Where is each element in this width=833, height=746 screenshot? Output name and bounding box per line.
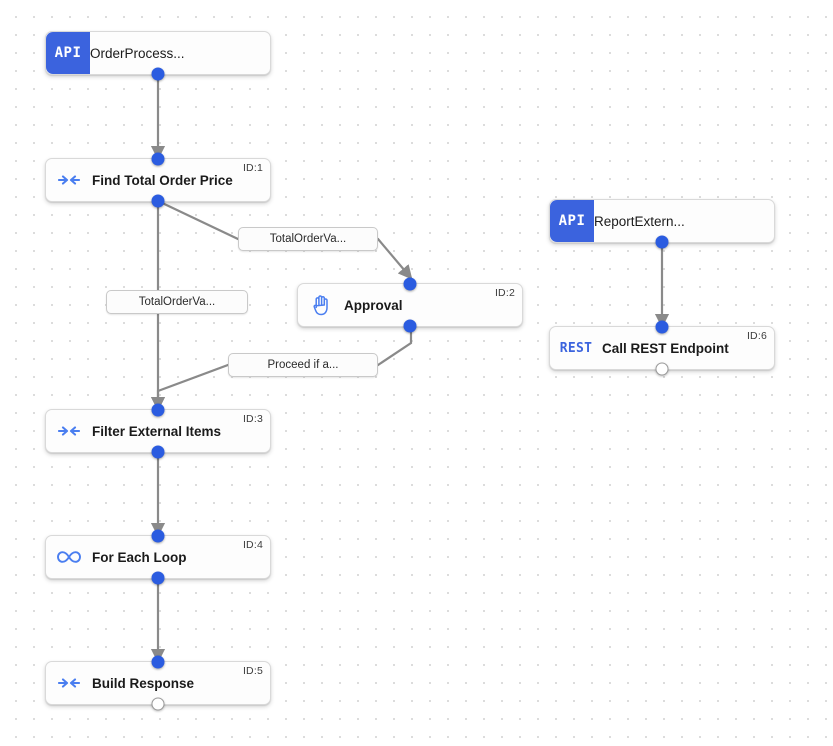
node-id-label: ID:3 — [242, 413, 263, 425]
node-title: Call REST Endpoint — [602, 340, 729, 356]
hand-icon — [298, 284, 344, 326]
node-order-process[interactable]: API OrderProcess... — [45, 31, 271, 81]
edge-label-proceed-if-approved[interactable]: Proceed if a... — [228, 353, 378, 377]
edge-label-total-order-value-left[interactable]: TotalOrderVa... — [106, 290, 248, 314]
node-title: OrderProcess... — [90, 45, 185, 61]
node-title: ReportExtern... — [594, 213, 685, 229]
node-id-label: ID:6 — [746, 330, 767, 342]
port-input[interactable] — [151, 529, 165, 543]
port-output-open[interactable] — [655, 362, 669, 376]
api-badge-icon: API — [46, 32, 90, 74]
port-output[interactable] — [151, 571, 165, 585]
node-id-label: ID:5 — [242, 665, 263, 677]
edge-label-text: TotalOrderVa... — [269, 233, 347, 245]
node-build-response[interactable]: Build Response ID:5 — [45, 655, 271, 711]
node-filter-external-items[interactable]: Filter External Items ID:3 — [45, 403, 271, 459]
node-call-rest-endpoint[interactable]: REST Call REST Endpoint ID:6 — [549, 320, 775, 376]
port-input[interactable] — [655, 320, 669, 334]
port-output[interactable] — [655, 235, 669, 249]
node-title: Find Total Order Price — [92, 172, 233, 188]
port-output[interactable] — [403, 319, 417, 333]
node-id-label: ID:4 — [242, 539, 263, 551]
api-badge-label: API — [558, 213, 586, 229]
node-title: For Each Loop — [92, 549, 187, 565]
edge-label-text: Proceed if a... — [267, 359, 339, 371]
node-for-each-loop[interactable]: For Each Loop ID:4 — [45, 529, 271, 585]
port-output[interactable] — [151, 194, 165, 208]
merge-arrows-icon — [46, 662, 92, 704]
node-report-extern[interactable]: API ReportExtern... — [549, 199, 775, 249]
node-title: Approval — [344, 297, 403, 313]
port-output-open[interactable] — [151, 697, 165, 711]
infinity-icon — [46, 536, 92, 578]
node-approval[interactable]: Approval ID:2 — [297, 277, 523, 333]
port-output[interactable] — [151, 445, 165, 459]
node-id-label: ID:1 — [242, 162, 263, 174]
rest-badge-icon: REST — [550, 327, 602, 369]
api-badge-icon: API — [550, 200, 594, 242]
port-input[interactable] — [403, 277, 417, 291]
rest-badge-label: REST — [559, 340, 593, 356]
node-find-total-order-price[interactable]: Find Total Order Price ID:1 — [45, 152, 271, 208]
port-input[interactable] — [151, 655, 165, 669]
port-output[interactable] — [151, 67, 165, 81]
port-input[interactable] — [151, 152, 165, 166]
node-title: Build Response — [92, 675, 195, 691]
node-id-label: ID:2 — [494, 287, 515, 299]
api-badge-label: API — [54, 45, 82, 61]
port-input[interactable] — [151, 403, 165, 417]
merge-arrows-icon — [46, 159, 92, 201]
merge-arrows-icon — [46, 410, 92, 452]
edge-label-text: TotalOrderVa... — [138, 296, 216, 308]
node-title: Filter External Items — [92, 423, 222, 439]
edge-label-total-order-value-right[interactable]: TotalOrderVa... — [238, 227, 378, 251]
